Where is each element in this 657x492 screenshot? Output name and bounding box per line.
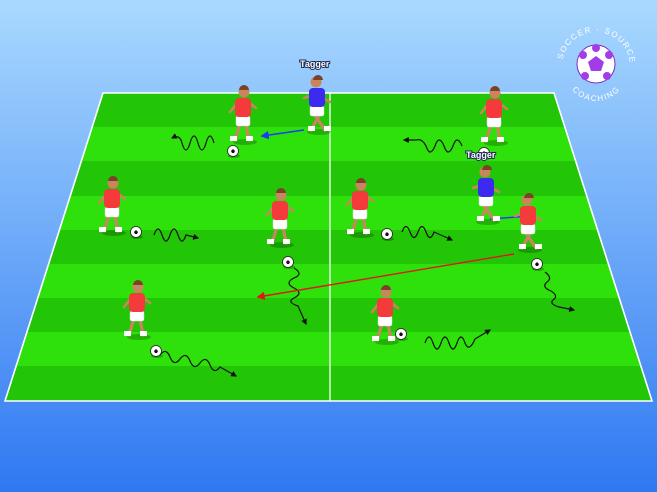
logo-patch-icon (592, 44, 600, 52)
attacker-player-icon (97, 176, 127, 236)
tagger-player-icon (302, 75, 332, 135)
ball-icon (282, 256, 295, 269)
dribble-path (402, 137, 463, 153)
pitch-stripe (5, 230, 652, 264)
dribble-path (544, 271, 576, 313)
attacker-player-icon (265, 188, 295, 248)
ball-icon (227, 145, 240, 158)
dribble-path (288, 267, 307, 326)
logo-patch-icon (581, 72, 589, 80)
tagger-label-right: Tagger (466, 150, 496, 160)
players (97, 75, 543, 345)
tagger-label-left: Tagger (300, 59, 330, 69)
balls (130, 145, 544, 358)
pass-arrow (256, 253, 515, 301)
attacker-player-icon (479, 86, 509, 146)
dribble-path (401, 225, 454, 241)
dribble-path (424, 329, 492, 350)
pitch-stripe (5, 298, 652, 332)
ball-icon (150, 345, 163, 358)
pitch-stripe (5, 366, 652, 401)
pitch-stripe (5, 161, 652, 196)
attacker-player-icon (228, 85, 258, 145)
ball-icon (395, 328, 408, 341)
dribble-path (153, 228, 200, 242)
pitch (3, 92, 654, 402)
dribble-paths (153, 133, 576, 377)
tag-arrow (260, 129, 305, 140)
attacker-player-icon (122, 280, 152, 340)
attacker-player-icon (370, 285, 400, 345)
ball-icon (531, 258, 544, 271)
logo-patch-icon (605, 51, 613, 59)
logo-patch-icon (588, 56, 604, 71)
ball-icon (381, 228, 394, 241)
logo-patch-icon (579, 51, 587, 59)
ball-icon (478, 147, 491, 160)
tagger-player-icon (471, 165, 501, 225)
pitch-stripe (5, 93, 652, 127)
attacker-player-icon (513, 193, 543, 253)
attacker-player-icon (345, 178, 375, 238)
logo-patch-icon (603, 72, 611, 80)
ball-icon (130, 226, 143, 239)
dribble-path (159, 350, 238, 377)
dribble-path (170, 133, 215, 151)
